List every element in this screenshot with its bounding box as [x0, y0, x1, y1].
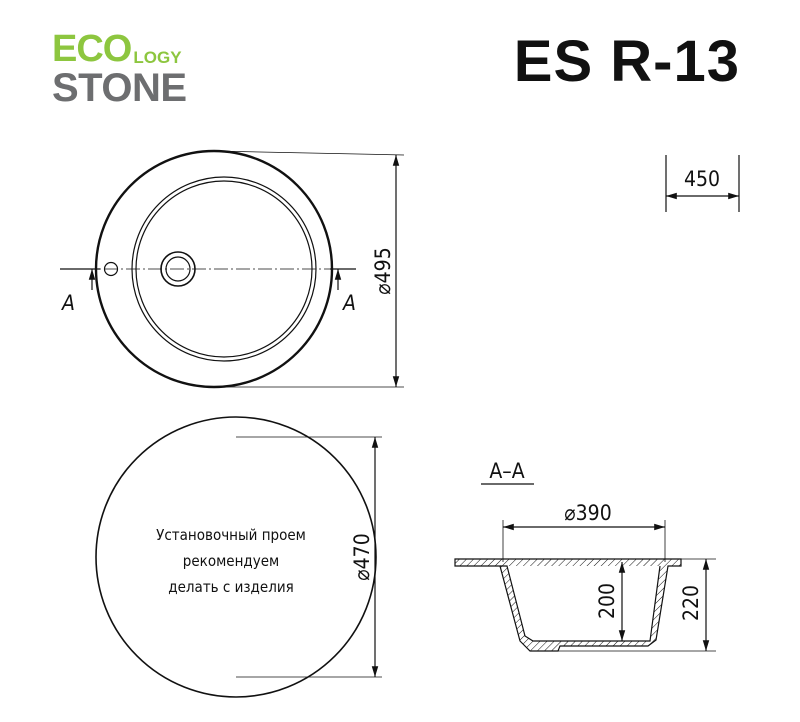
section-title: A–A [489, 459, 524, 483]
logo-stone: STONE [52, 66, 187, 110]
section-mark-right: A [342, 291, 356, 315]
logo-eco: ECO [52, 28, 132, 70]
section-view [454, 483, 716, 652]
top-view [60, 149, 405, 389]
outer-diameter-label: ⌀495 [371, 247, 395, 294]
cutout-diameter-label: ⌀470 [350, 533, 374, 580]
cutout-note-line-2: рекомендуем [183, 552, 279, 570]
cutout-note-line-1: Установочный проем [156, 526, 306, 544]
width-label: 450 [684, 167, 720, 191]
bowl-depth-label: 200 [595, 583, 619, 619]
cutout-view [95, 416, 382, 698]
bowl-diameter-label: ⌀390 [564, 501, 611, 525]
section-mark-left: A [61, 291, 75, 315]
logo-logy: LOGY [133, 48, 182, 67]
model-title: ES R-13 [513, 29, 740, 94]
width-dimension [665, 155, 740, 212]
cutout-note-line-3: делать с изделия [168, 578, 293, 596]
total-height-label: 220 [679, 585, 703, 621]
